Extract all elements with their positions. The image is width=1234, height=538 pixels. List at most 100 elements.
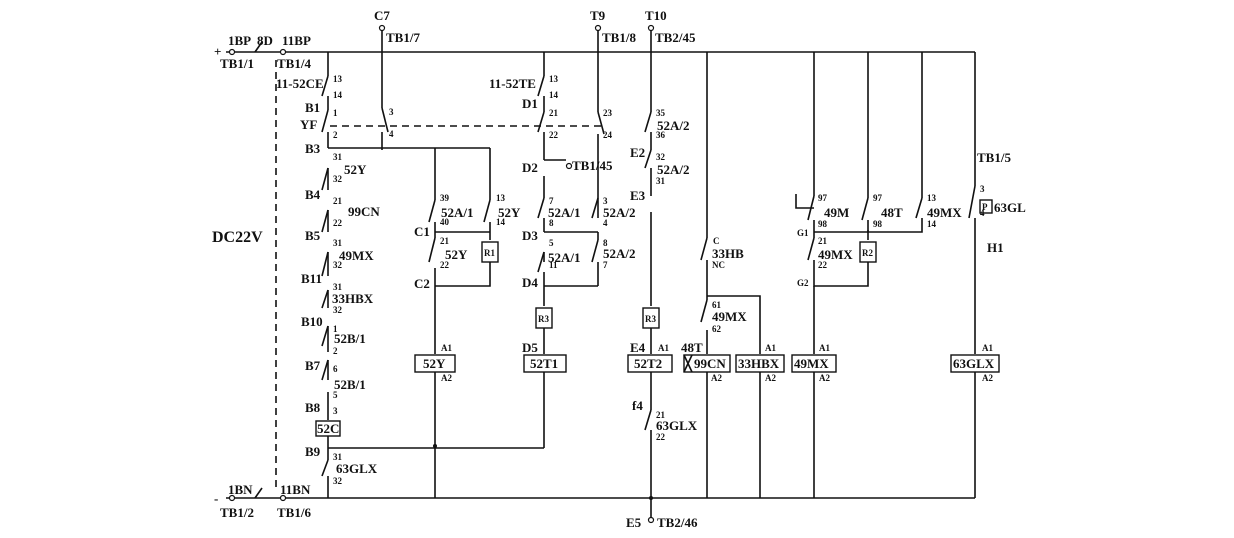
pin-number: A1 [765, 343, 776, 353]
label-52y-c: 52Y [445, 247, 468, 262]
pin-number: 98 [818, 219, 828, 229]
node-b7: B7 [305, 358, 321, 373]
contact-symbols [254, 41, 976, 499]
contact-99cn [321, 209, 329, 233]
node-labels: B1 YF B3 B4 B5 B11 B10 B7 B8 B9 C1 C2 D1… [300, 96, 1004, 459]
contact-labels: 11-52CE 11-52TE 52Y 99CN 49MX 33HBX 52B/… [276, 76, 1026, 476]
node-b5: B5 [305, 228, 321, 243]
label-52a1-c: 52A/1 [548, 250, 581, 265]
pin-number: 21 [333, 196, 343, 206]
label-tb2-45: TB2/45 [655, 30, 696, 45]
coil-33hbx-body [735, 354, 785, 373]
pin-number: 36 [656, 130, 666, 140]
label-1bn: 1BN [228, 482, 253, 497]
contact-8d [254, 41, 263, 53]
label-coil-99cn: 99CN [694, 356, 726, 371]
label-tb1-8: TB1/8 [602, 30, 636, 45]
plus-sign: + [214, 44, 221, 59]
contact-33hb [700, 237, 708, 261]
pin-number: 8 [549, 218, 554, 228]
label-tb1-4: TB1/4 [277, 56, 311, 71]
pin-number: 14 [927, 219, 937, 229]
supply-labels: + 1BP 8D 11BP TB1/1 TB1/4 - 1BN 11BN TB1… [212, 33, 311, 520]
label-tb1-6: TB1/6 [277, 505, 311, 520]
node-e4: E4 [630, 340, 646, 355]
pin-number: 1 [333, 108, 338, 118]
resistor-r2-body [859, 241, 877, 263]
node-d4: D4 [522, 275, 538, 290]
node-b1: B1 [305, 100, 320, 115]
pin-number: 14 [333, 90, 343, 100]
label-52a2-c: 52A/2 [603, 205, 636, 220]
label-63gl: 63GL [994, 200, 1026, 215]
pin-number: 22 [549, 130, 559, 140]
label-52a1-b: 52A/1 [548, 205, 581, 220]
coil-52t1-body [523, 354, 567, 373]
contact-63glx-b [644, 409, 652, 431]
node-b8: B8 [305, 400, 321, 415]
pin-number: 4 [980, 208, 985, 218]
pin-number: A2 [819, 373, 830, 383]
contact-t9 [597, 111, 605, 135]
contact-52a2-a [644, 111, 652, 133]
resistor-r3b-body [642, 307, 660, 329]
pin-number: 32 [333, 174, 343, 184]
pin-number: 3 [389, 107, 394, 117]
pin-number: 31 [333, 238, 343, 248]
label-tb1-1: TB1/1 [220, 56, 254, 71]
pin-number: 6 [333, 364, 338, 374]
node-yf: YF [300, 117, 317, 132]
label-11bp: 11BP [282, 33, 311, 48]
node-c1: C1 [414, 224, 430, 239]
pin-number: 5 [333, 390, 338, 400]
node-h1: H1 [987, 240, 1004, 255]
label-49m: 49M [824, 205, 849, 220]
pin-number: A2 [765, 373, 776, 383]
pin-number: 21 [549, 108, 559, 118]
contact-48t [861, 197, 869, 221]
label-52b1-a: 52B/1 [334, 331, 366, 346]
node-48t: 48T [681, 340, 703, 355]
pin-number: 22 [818, 260, 828, 270]
node-b4: B4 [305, 187, 321, 202]
label-63glx-a: 63GLX [336, 461, 378, 476]
pin-number: 32 [333, 305, 343, 315]
pin-number: 2 [333, 130, 338, 140]
node-g1: G1 [797, 228, 809, 238]
coil-63glx-body [950, 354, 1000, 373]
contact-52a2-d [591, 239, 599, 263]
pin-number: 14 [549, 90, 559, 100]
label-99cn: 99CN [348, 204, 380, 219]
pressure-switch-p-body [979, 199, 993, 214]
pin-number: 13 [333, 74, 343, 84]
label-33hb: 33HB [712, 246, 744, 261]
pin-number: 7 [549, 196, 554, 206]
contact-c7 [381, 107, 389, 133]
contact-11-52ce [321, 75, 329, 97]
node-d1: D1 [522, 96, 538, 111]
contact-52b1-a [321, 325, 329, 347]
node-e2: E2 [630, 145, 645, 160]
pin-number: 21 [440, 236, 450, 246]
pin-number: 22 [333, 218, 343, 228]
label-52a1-a: 52A/1 [441, 205, 474, 220]
contact-yf [321, 109, 329, 133]
pin-number: 3 [333, 406, 338, 416]
coil-52t2-body [627, 354, 673, 373]
pin-number: 24 [603, 130, 613, 140]
component-labels: R1 R3 R3 R2 52C 52Y 52T1 52T2 99CN 33HBX… [317, 202, 995, 436]
pin-number: 32 [333, 476, 343, 486]
contact-52b1-b [321, 359, 329, 381]
terminal-points [228, 24, 655, 524]
label-49mx-b: 49MX [712, 309, 747, 324]
node-b10: B10 [301, 314, 323, 329]
contact-49mx-a [321, 251, 329, 277]
components [315, 199, 1000, 437]
pin-number: 7 [603, 260, 608, 270]
label-63glx-b: 63GLX [656, 418, 698, 433]
node-c2: C2 [414, 276, 430, 291]
contact-33hbx [321, 289, 329, 309]
pin-number: 4 [389, 129, 394, 139]
label-52a2-d: 52A/2 [603, 246, 636, 261]
pin-number: C [713, 236, 720, 246]
